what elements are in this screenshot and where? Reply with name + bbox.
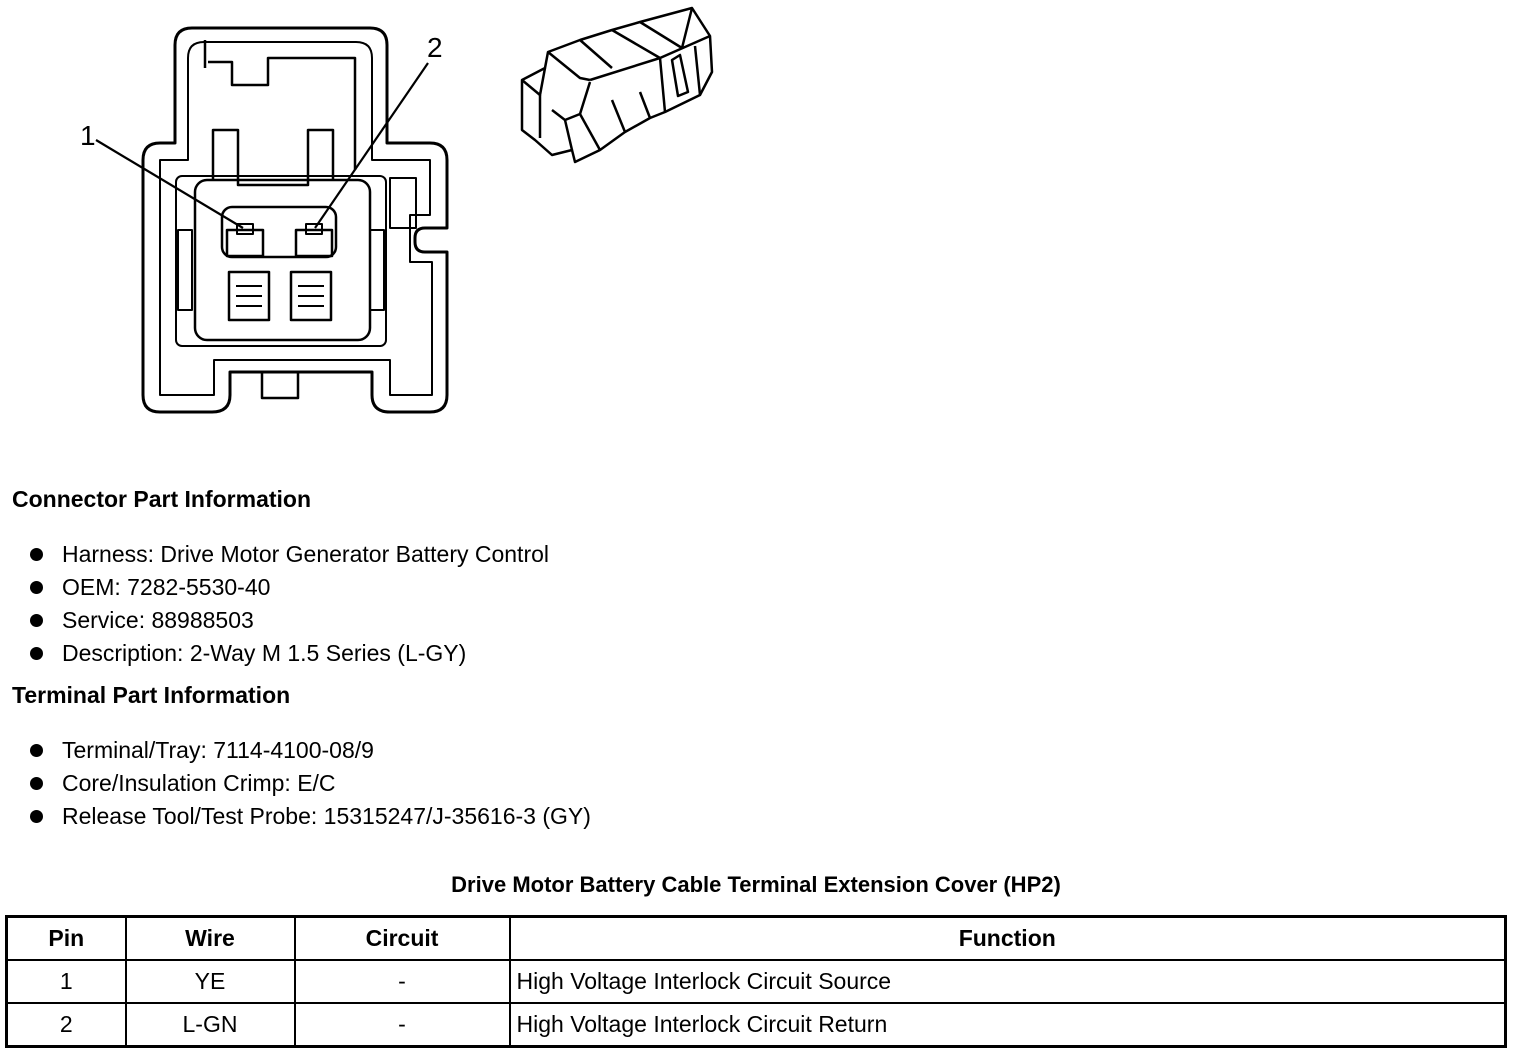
connector-info-heading: Connector Part Information: [12, 486, 312, 512]
list-item: Terminal/Tray: 7114-4100-08/9: [28, 734, 591, 767]
pin-2-cavity: [294, 223, 334, 258]
connector-diagram: 1 2: [80, 6, 714, 414]
list-item: Harness: Drive Motor Generator Battery C…: [28, 538, 549, 571]
header-wire: Wire: [124, 915, 296, 961]
list-item: Release Tool/Test Probe: 15315247/J-3561…: [28, 800, 591, 833]
connector-isometric-view: [520, 6, 714, 164]
list-item: OEM: 7282-5530-40: [28, 571, 549, 604]
bullet-icon: [30, 647, 43, 660]
cell-wire: L-GN: [124, 1002, 296, 1048]
table-row: 1 YE - High Voltage Interlock Circuit So…: [5, 959, 1507, 1004]
header-pin: Pin: [5, 915, 127, 961]
bullet-icon: [30, 581, 43, 594]
list-item: Core/Insulation Crimp: E/C: [28, 767, 591, 800]
callout-1: 1: [80, 120, 96, 151]
pin-table-title: Drive Motor Battery Cable Terminal Exten…: [451, 872, 1061, 897]
header-function: Function: [508, 915, 1507, 961]
cell-circuit: -: [293, 1002, 511, 1048]
bullet-icon: [30, 614, 43, 627]
cell-function: High Voltage Interlock Circuit Return: [508, 1002, 1507, 1048]
callout-2: 2: [427, 32, 443, 63]
terminal-info-list: Terminal/Tray: 7114-4100-08/9 Core/Insul…: [28, 734, 591, 833]
cell-pin: 1: [5, 959, 127, 1004]
list-item: Description: 2-Way M 1.5 Series (L-GY): [28, 637, 549, 670]
bullet-icon: [30, 548, 43, 561]
pin-table: Pin Wire Circuit Function 1 YE - High Vo…: [5, 915, 1507, 1048]
list-item: Service: 88988503: [28, 604, 549, 637]
connector-info-list: Harness: Drive Motor Generator Battery C…: [28, 538, 549, 670]
table-header-row: Pin Wire Circuit Function: [5, 915, 1507, 961]
cell-function: High Voltage Interlock Circuit Source: [508, 959, 1507, 1004]
connector-face-outline: [141, 26, 449, 414]
cell-pin: 2: [5, 1002, 127, 1048]
cell-circuit: -: [293, 959, 511, 1004]
terminal-info-heading: Terminal Part Information: [12, 682, 291, 708]
cell-wire: YE: [124, 959, 296, 1004]
pin-1-cavity: [225, 223, 265, 258]
bullet-icon: [30, 777, 43, 790]
bullet-icon: [30, 810, 43, 823]
table-row: 2 L-GN - High Voltage Interlock Circuit …: [5, 1002, 1507, 1048]
header-circuit: Circuit: [293, 915, 511, 961]
bullet-icon: [30, 744, 43, 757]
